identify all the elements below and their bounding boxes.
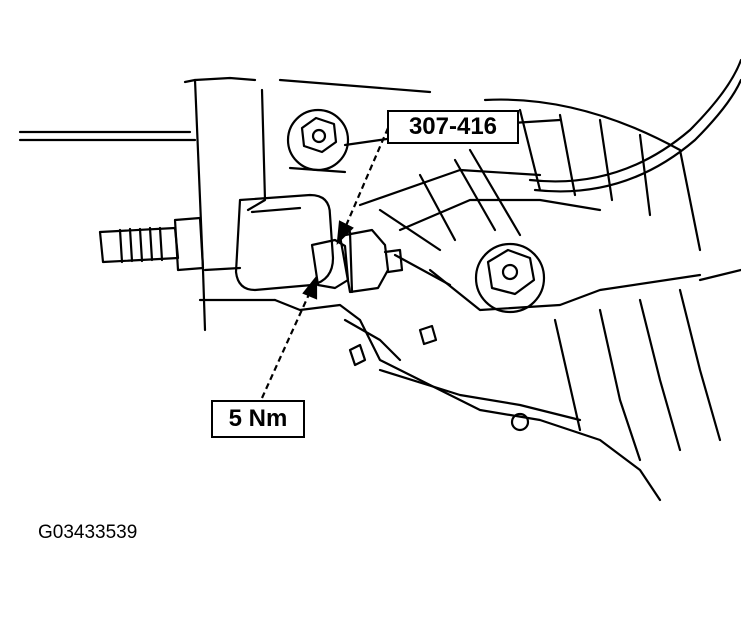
leader-arrows <box>260 127 390 399</box>
upper-bolt <box>286 108 350 174</box>
torque-leader-arrow <box>260 274 318 399</box>
figure-id: G03433539 <box>38 522 138 543</box>
sensor-connector <box>310 228 404 294</box>
lower-bolt <box>474 242 546 314</box>
support-arm <box>343 118 702 312</box>
transmission-housing <box>18 76 432 332</box>
tool-leader-arrow <box>336 127 390 245</box>
cable <box>528 58 741 193</box>
sensor-body <box>234 193 335 292</box>
lower-housing <box>273 268 741 502</box>
threaded-stud <box>98 216 205 272</box>
torque-spec-label: 5 Nm <box>211 400 305 438</box>
gear-ribs <box>418 98 702 252</box>
tool-number-label: 307-416 <box>387 110 519 144</box>
